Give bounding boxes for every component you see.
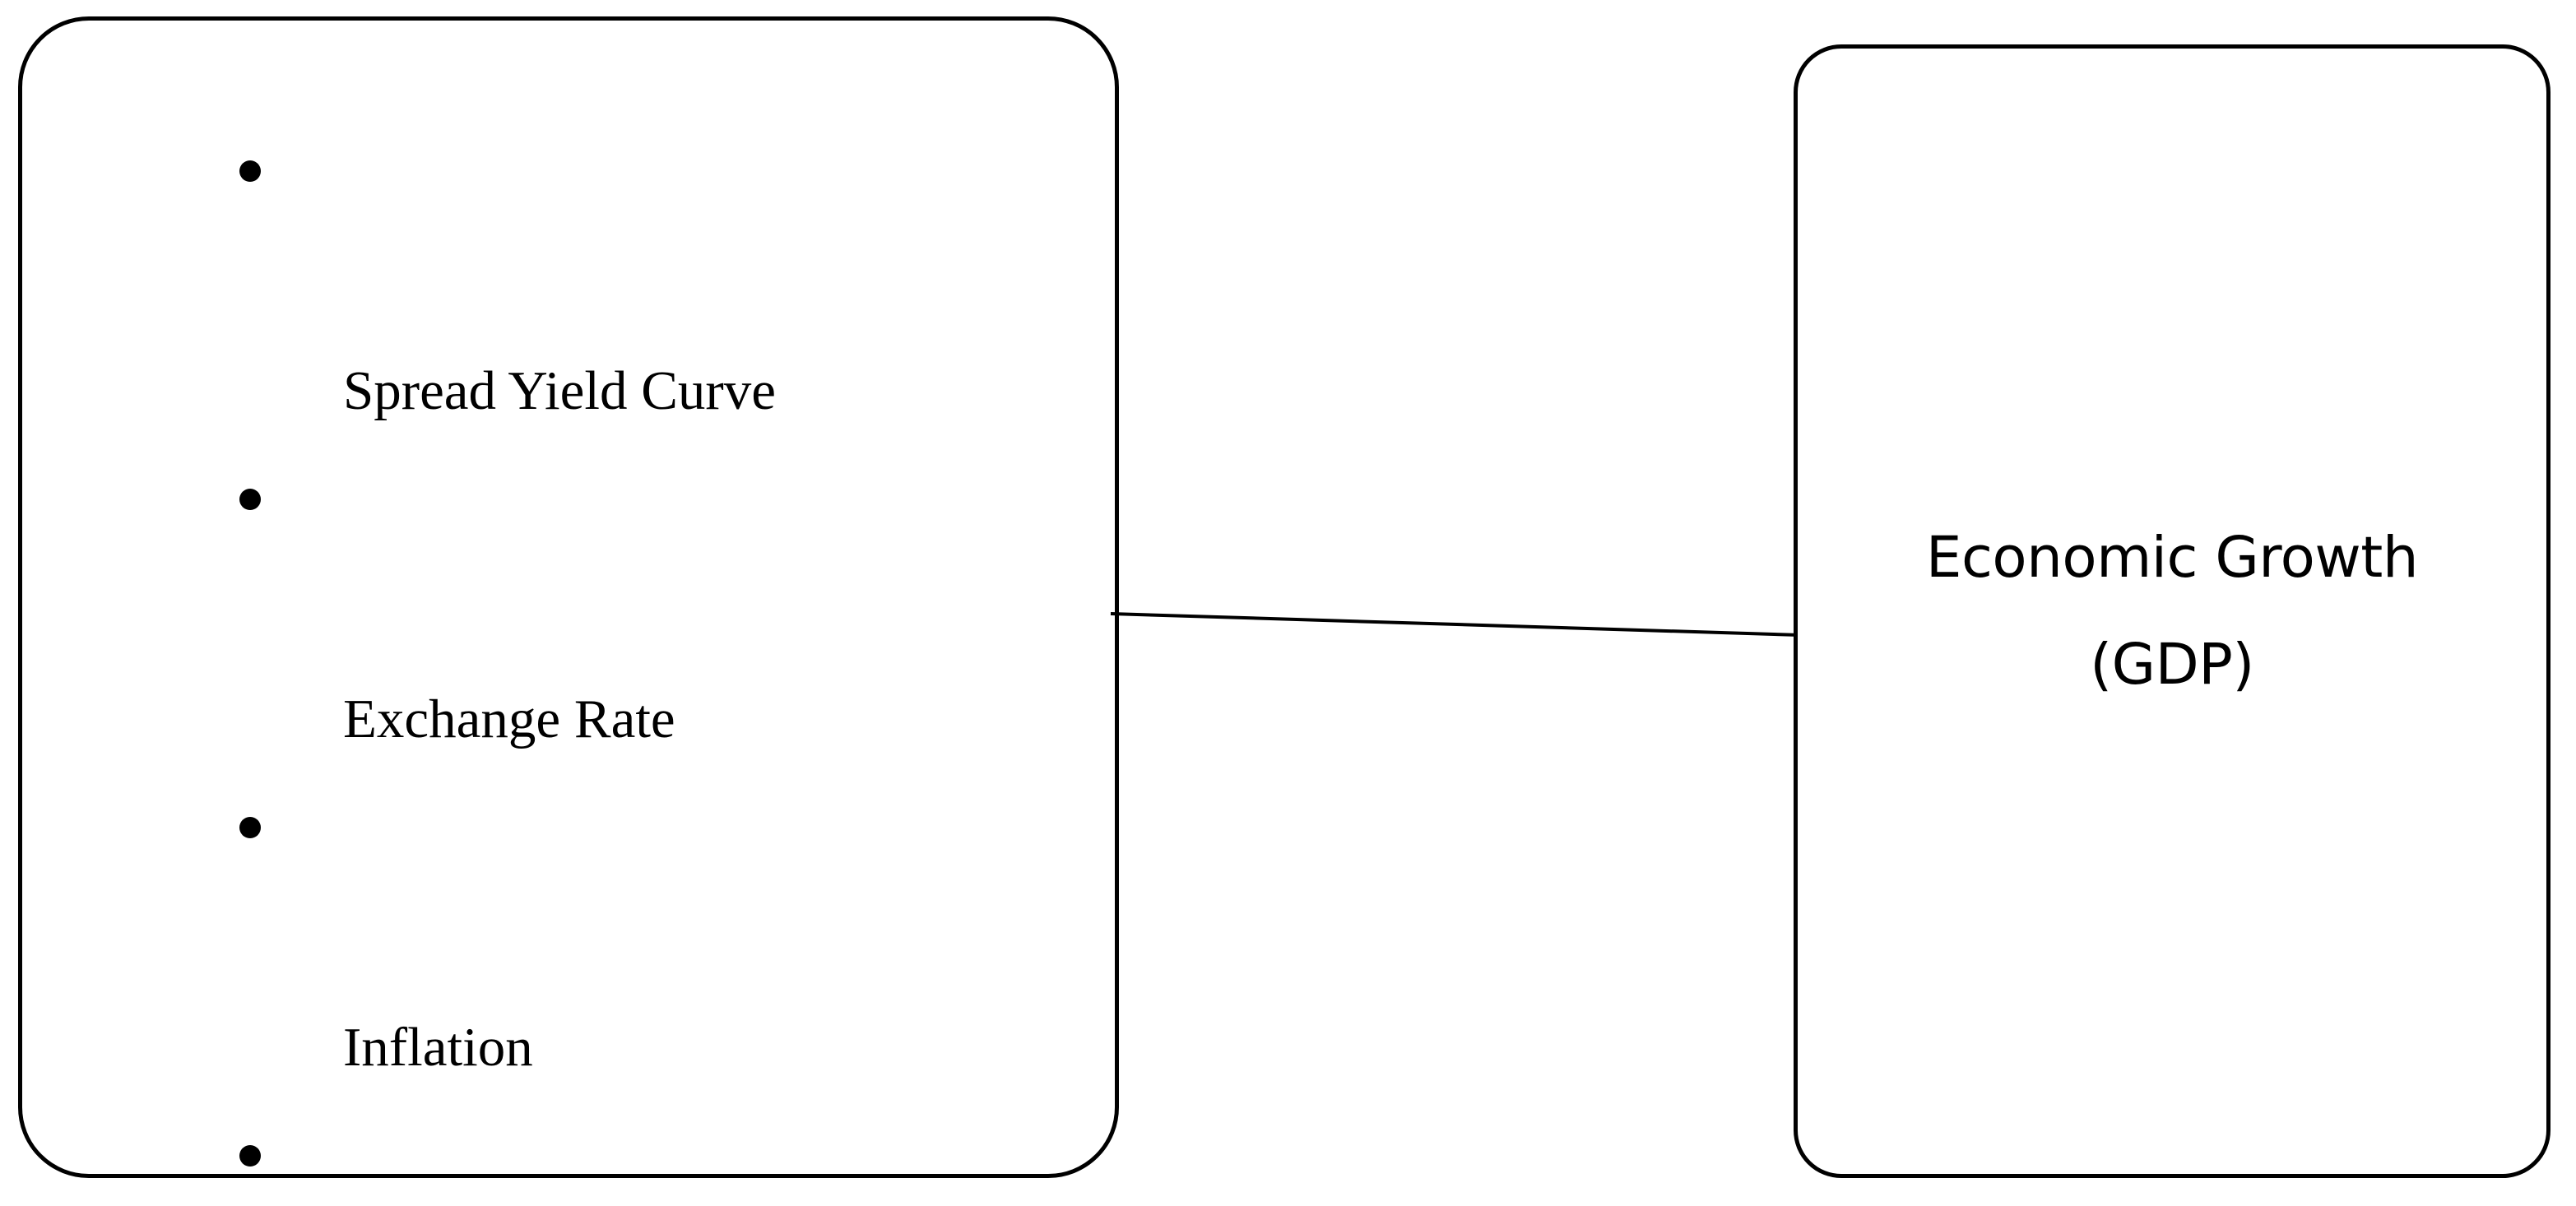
dependent-variable-box: Economic Growth (GDP) <box>1794 44 2550 1178</box>
dependent-variable-subtitle: (GDP) <box>2090 632 2254 698</box>
list-item-label: Spread Yield Curve <box>343 360 776 421</box>
list-item: Exchange Rate <box>228 446 1051 774</box>
bullet-icon <box>239 489 261 510</box>
list-item-label: Inflation <box>343 1017 533 1078</box>
independent-variables-box: Spread Yield Curve Exchange Rate Inflati… <box>18 16 1119 1178</box>
bullet-icon <box>239 817 261 838</box>
bullet-icon <box>239 160 261 182</box>
bullet-icon <box>239 1145 261 1167</box>
list-item-label: Exchange Rate <box>343 689 675 749</box>
list-item: Inflation <box>228 774 1051 1102</box>
flow-arrow-icon <box>1110 612 1826 655</box>
list-item: BI Rate <box>228 1102 1051 1206</box>
indicator-list: Spread Yield Curve Exchange Rate Inflati… <box>228 118 1051 1206</box>
dependent-variable-title: Economic Growth <box>1925 525 2419 591</box>
list-item: Spread Yield Curve <box>228 118 1051 446</box>
arrow-shaft <box>1110 612 1801 637</box>
